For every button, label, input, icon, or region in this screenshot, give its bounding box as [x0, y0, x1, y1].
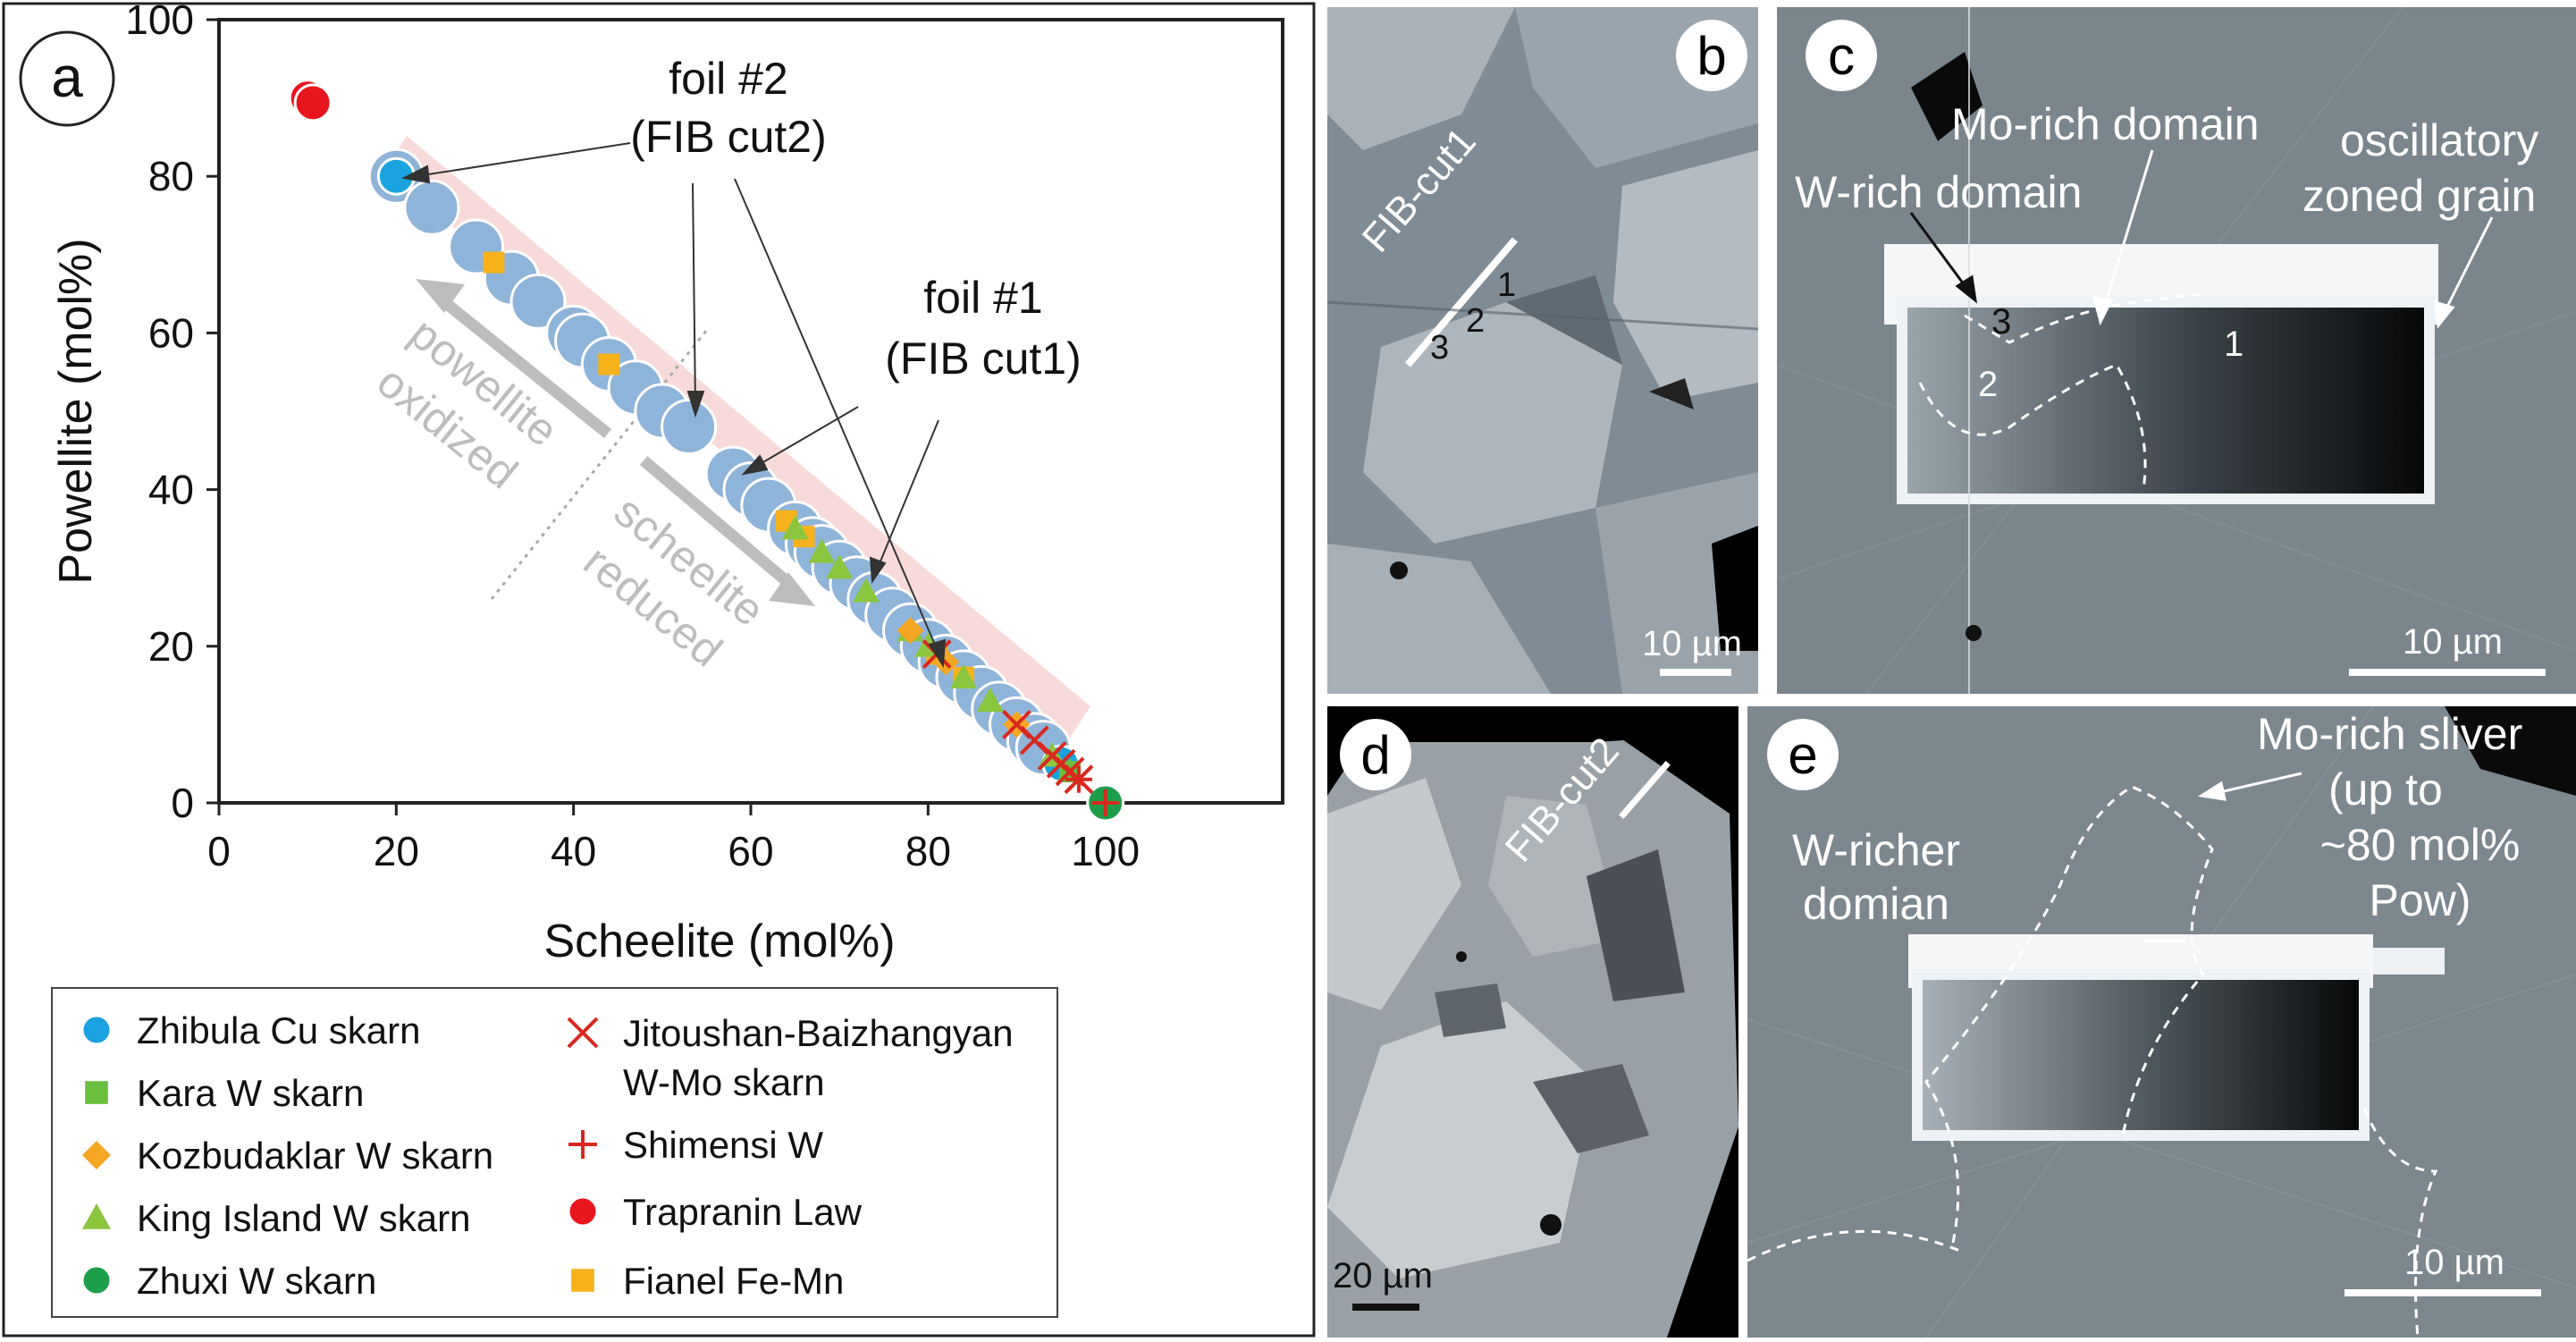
foil2-label-2: (FIB cut2) — [630, 112, 826, 162]
panel-c-letter: c — [1806, 20, 1877, 91]
legend-marker — [80, 1264, 113, 1296]
foil1-label-2: (FIB cut1) — [885, 333, 1081, 384]
legend-marker — [567, 1195, 599, 1228]
scale-bar-c — [2349, 669, 2546, 676]
data-point — [950, 663, 977, 688]
data-point — [483, 251, 505, 274]
mo-rich-sliver-label-2: (up to — [2328, 764, 2443, 814]
legend-label: Kozbudaklar W skarn — [137, 1135, 493, 1177]
panel-a-letter-circle — [19, 30, 115, 127]
oscillatory-label-2: zoned grain — [2302, 171, 2537, 221]
scale-bar-d — [1352, 1304, 1419, 1311]
panel-e-letter: e — [1767, 719, 1839, 790]
legend-label: Fianel Fe-Mn — [623, 1260, 844, 1302]
data-point — [976, 688, 1004, 713]
data-point — [598, 353, 620, 376]
legend-label: Shimensi W — [623, 1124, 823, 1166]
y-tick-label: 0 — [171, 780, 194, 826]
sem-image-b — [1327, 7, 1758, 694]
legend-label: King Island W skarn — [137, 1197, 471, 1239]
data-point — [808, 538, 836, 563]
legend-label: Trapranin Law — [623, 1191, 863, 1233]
sem-image-c — [1777, 7, 2576, 694]
legend-marker — [80, 1014, 113, 1046]
legend-marker — [82, 1141, 111, 1169]
sem-image-e — [1747, 706, 2576, 1338]
powellite-arrow — [416, 279, 612, 439]
legend-label: Zhibula Cu skarn — [137, 1009, 420, 1051]
scale-bar-b — [1660, 669, 1731, 676]
annotation-arrows — [400, 142, 947, 669]
x-tick-label: 20 — [374, 828, 419, 874]
scale-label-b: 10 µm — [1642, 624, 1742, 663]
panel-b-letter: b — [1676, 20, 1747, 91]
y-tick-label: 40 — [148, 467, 194, 513]
data-point — [897, 617, 924, 645]
legend-label-2: W-Mo skarn — [623, 1061, 825, 1103]
legend-label: Jitoushan-Baizhangyan — [623, 1012, 1014, 1054]
legend-marker — [571, 1269, 594, 1292]
y-tick-label: 80 — [148, 153, 194, 199]
x-axis-title: Scheelite (mol%) — [543, 916, 895, 967]
panel-d-letter: d — [1340, 719, 1411, 790]
w-rich-domain-label: W-rich domain — [1795, 167, 2083, 217]
scale-label-d: 20 µm — [1333, 1256, 1433, 1296]
data-point — [1091, 789, 1119, 816]
data-point — [781, 515, 809, 540]
legend-box — [51, 987, 1058, 1318]
legend-marker — [568, 1130, 597, 1159]
oscillatory-label-1: oscillatory — [2340, 115, 2539, 165]
point-1-label: 1 — [1497, 266, 1517, 304]
y-tick-label: 20 — [148, 623, 194, 670]
w-richer-label-2: domian — [1803, 879, 1949, 929]
mo-rich-sliver-label-1: Mo-rich sliver — [2257, 709, 2523, 759]
data-point — [661, 399, 718, 456]
divider-line — [490, 330, 708, 600]
mo-rich-sliver-label-3: ~80 mol% Pow) — [2319, 820, 2521, 925]
scheelite-arrow — [639, 456, 815, 606]
data-point — [403, 179, 460, 236]
x-tick-label: 60 — [728, 828, 773, 874]
panel-c: c Mo-rich domain W-rich domain oscillato… — [1777, 7, 2576, 694]
data-point — [1065, 765, 1092, 793]
x-tick-label: 40 — [551, 828, 596, 874]
point-2-label-c: 2 — [1978, 365, 1999, 404]
data-point — [852, 578, 880, 603]
legend-label: Kara W skarn — [137, 1072, 364, 1114]
x-tick-label: 100 — [1071, 828, 1140, 874]
data-point — [509, 273, 567, 330]
legend-marker — [82, 1203, 111, 1229]
panel-e: e Mo-rich sliver (up to ~80 mol% Pow) W-… — [1747, 706, 2576, 1338]
scale-label-e: 10 µm — [2404, 1243, 2504, 1282]
data-point — [293, 83, 333, 122]
legend-marker — [85, 1081, 108, 1104]
y-axis-title: Powellite (mol%) — [50, 238, 102, 584]
point-3-label: 3 — [1430, 329, 1450, 367]
point-2-label: 2 — [1466, 302, 1486, 340]
x-tick-label: 80 — [905, 828, 951, 874]
y-tick-label: 100 — [125, 0, 194, 43]
panel-a-frame — [2, 2, 1316, 1338]
legend-label: Zhuxi W skarn — [137, 1260, 376, 1302]
x-tick-label: 0 — [207, 828, 231, 874]
legend-marker — [567, 1017, 599, 1049]
scale-bar-e — [2344, 1289, 2541, 1296]
scale-label-c: 10 µm — [2403, 622, 2503, 662]
data-point — [826, 554, 854, 579]
sem-image-d — [1327, 706, 1738, 1338]
panel-d: d FIB-cut2 20 µm — [1327, 706, 1738, 1338]
point-1-label-c: 1 — [2224, 325, 2244, 364]
point-3-label-c: 3 — [1991, 302, 2012, 342]
foil1-label-1: foil #1 — [923, 273, 1042, 323]
y-tick-label: 60 — [148, 309, 194, 356]
w-richer-label-1: W-richer — [1792, 825, 1960, 875]
scatter-chart: 0 20 40 60 80 100 0 20 40 60 80 100 foil #2 (FIB cu… — [2, 0, 1316, 1338]
mo-rich-domain-label: Mo-rich domain — [1951, 99, 2260, 149]
panel-a: 0 20 40 60 80 100 0 20 40 60 80 100 foil #2 (FIB cu… — [2, 0, 1316, 1338]
panel-b: b FIB-cut1 1 2 3 10 µm — [1327, 7, 1758, 694]
panel-a-letter: a — [51, 45, 83, 109]
foil2-label-1: foil #2 — [669, 54, 787, 104]
